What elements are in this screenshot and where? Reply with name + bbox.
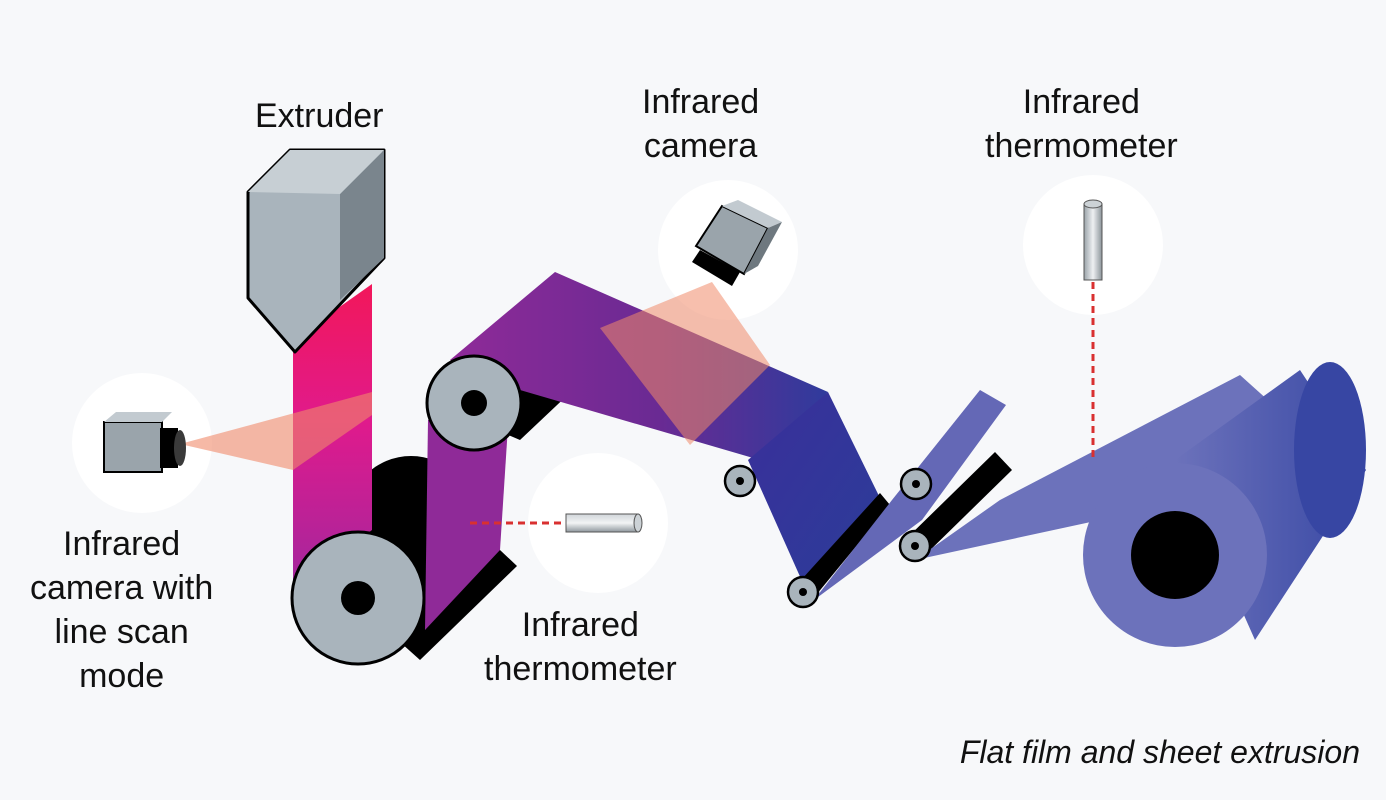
camera-beam xyxy=(600,282,770,445)
label-ir-thermometer-bottom-line1: Infrared xyxy=(521,606,639,644)
label-extruder-text: Extruder xyxy=(255,97,384,135)
extruder-icon xyxy=(246,148,386,354)
label-ir-camera-top: Infrared camera xyxy=(642,80,759,168)
line-scan-beam xyxy=(180,392,372,470)
label-ir-thermometer-bottom-line2: thermometer xyxy=(484,650,677,688)
film-final xyxy=(915,375,1290,560)
label-line-scan-line3: line scan xyxy=(54,613,189,651)
thermometer-bottom-icon xyxy=(565,513,643,533)
label-extruder: Extruder xyxy=(255,94,384,138)
thermometer-icon xyxy=(1083,199,1103,281)
diagram-caption: Flat film and sheet extrusion xyxy=(959,734,1360,770)
label-line-scan-line1: Infrared xyxy=(63,525,181,563)
roller-icon xyxy=(290,530,426,666)
upper-roller-face xyxy=(425,354,523,452)
film-rising xyxy=(425,395,510,630)
small-roller-1 xyxy=(723,464,757,498)
label-ir-camera-top-line1: Infrared xyxy=(642,83,760,121)
small-roller-4 xyxy=(898,529,932,563)
small-roller-2 xyxy=(786,575,820,609)
film-descending xyxy=(748,392,880,590)
guide-roller-lower xyxy=(792,493,890,600)
label-line-scan-line2: camera with xyxy=(30,569,214,607)
wound-roll xyxy=(1083,362,1366,647)
label-line-scan-line4: mode xyxy=(79,657,165,695)
label-ir-camera-top-line2: camera xyxy=(643,127,758,165)
label-ir-camera-line-scan: Infrared camera with line scan mode xyxy=(30,522,213,698)
infrared-camera-icon xyxy=(692,200,782,286)
small-roller-3 xyxy=(899,467,933,501)
label-ir-thermometer-top-line1: Infrared xyxy=(1022,83,1140,121)
guide-roller-right xyxy=(905,452,1012,560)
camera-icon xyxy=(103,412,186,473)
label-ir-thermometer-top: Infrared thermometer xyxy=(985,80,1178,168)
label-ir-thermometer-bottom: Infrared thermometer xyxy=(484,603,677,691)
label-ir-thermometer-top-line2: thermometer xyxy=(985,127,1178,165)
